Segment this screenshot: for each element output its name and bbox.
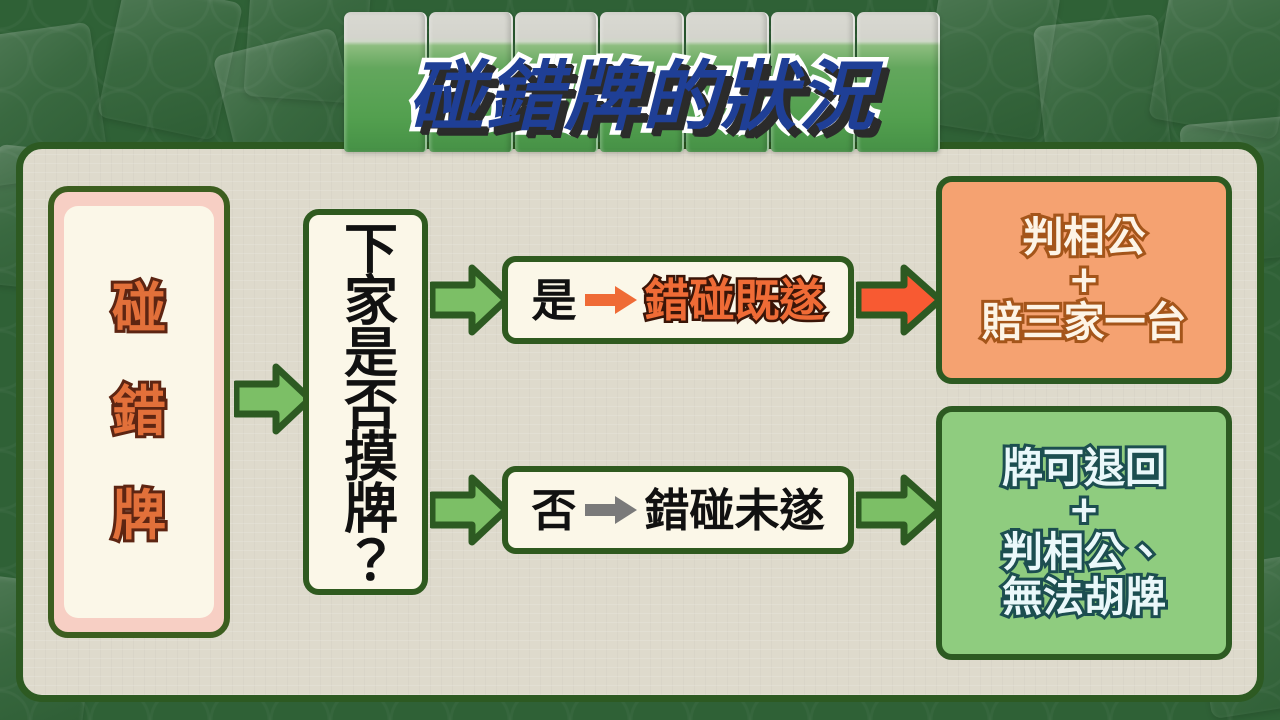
header-mahjong-tile [429,12,513,152]
decision-node-question: 下家是否摸牌？ [334,220,398,584]
right-arrow-icon [856,474,942,546]
outcome-guilty-plus: + [1065,257,1102,302]
right-arrow-icon [856,264,942,336]
start-node-char: 碰 [109,276,169,340]
bg-mahjong-tile [1147,0,1280,141]
arrow-yes-to-guilty [856,263,942,337]
outcome-retractable-plus: + [1065,487,1102,532]
start-node-char: 錯 [109,380,169,443]
right-arrow-icon [584,495,637,525]
arrow-start-to-decision [234,362,312,436]
start-node[interactable]: 碰 錯 牌 [48,186,230,638]
outcome-retractable-line: 無法胡牌 [999,571,1169,622]
arrow-no-to-ok [856,473,942,547]
start-node-char: 牌 [109,483,169,547]
header-mahjong-tile [685,12,770,152]
outcome-retractable-line: 牌可退回 [999,442,1169,493]
header-mahjong-tile [771,12,855,152]
right-arrow-icon [430,264,508,336]
outcome-guilty-line: 判相公 [1020,211,1149,263]
right-arrow-icon [234,363,312,435]
bg-mahjong-tile [96,0,244,141]
branch-yes-lead: 是 [531,273,577,327]
outcome-retractable[interactable]: 牌可退回 + 判相公、 無法胡牌 [936,406,1232,660]
right-arrow-icon [584,285,637,315]
outcome-guilty-line: 賠三家一台 [979,296,1190,348]
arrow-decision-to-no [430,473,508,547]
header-mahjong-tile [856,12,940,152]
branch-no-result: 錯碰未遂 [644,483,825,537]
outcome-retractable-line: 判相公、 [999,526,1169,577]
right-arrow-icon [430,474,508,546]
start-node-inner: 碰 錯 牌 [64,206,214,618]
header-tile-strip [344,12,940,152]
branch-no-lead: 否 [531,483,577,537]
header-mahjong-tile [344,12,428,152]
branch-yes-box[interactable]: 是 錯碰既遂 [502,256,854,344]
outcome-guilty[interactable]: 判相公 + 賠三家一台 [936,176,1232,384]
branch-yes-result: 錯碰既遂 [642,273,827,327]
decision-node[interactable]: 下家是否摸牌？ [303,209,428,595]
branch-no-box[interactable]: 否 錯碰未遂 [502,466,854,554]
bg-mahjong-tile [919,0,1061,141]
header-mahjong-tile [600,12,684,152]
arrow-decision-to-yes [430,263,508,337]
header-mahjong-tile [514,12,599,152]
